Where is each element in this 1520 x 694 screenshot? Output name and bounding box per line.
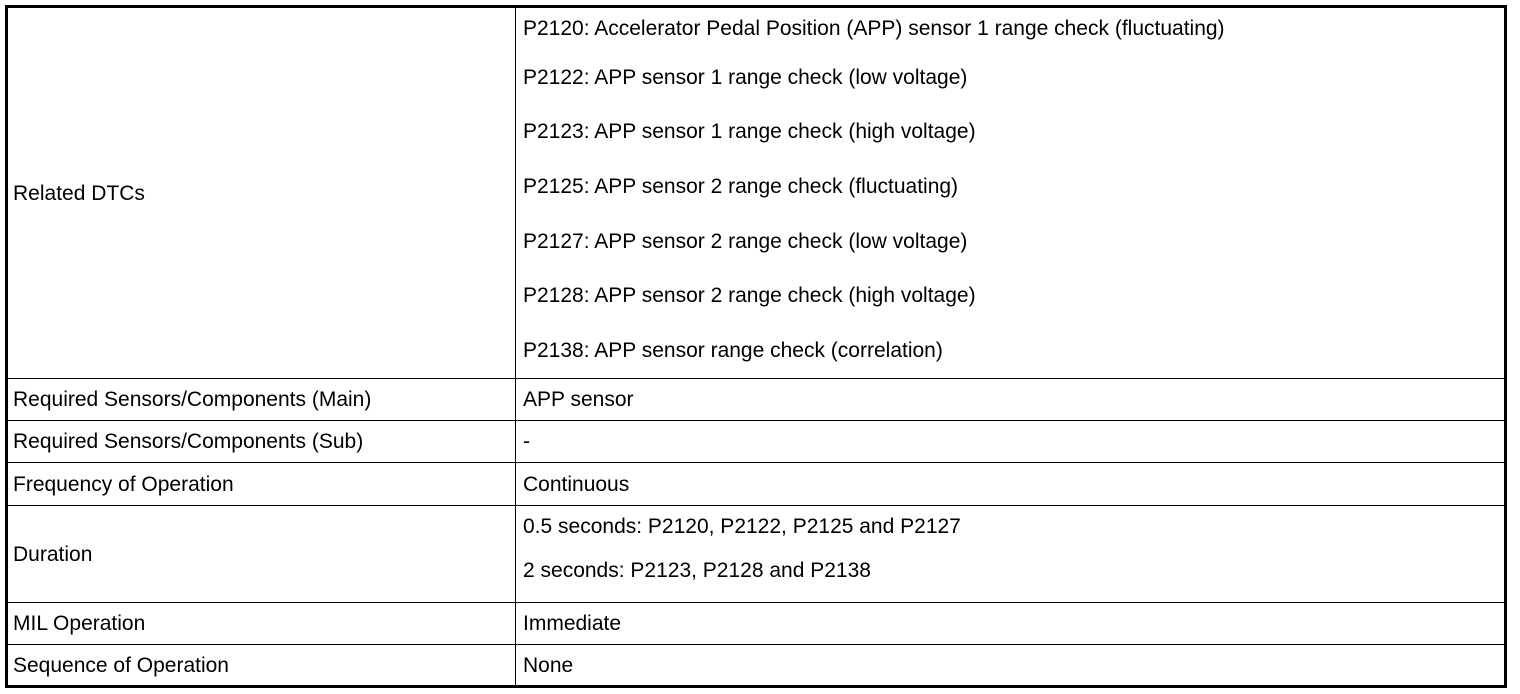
- table-row-sequence: Sequence of Operation None: [8, 645, 1504, 685]
- table-row-required-main: Required Sensors/Components (Main) APP s…: [8, 379, 1504, 421]
- row-label: Required Sensors/Components (Main): [8, 379, 516, 420]
- dtc-item: P2122: APP sensor 1 range check (low vol…: [523, 65, 968, 89]
- row-value-list: 0.5 seconds: P2120, P2122, P2125 and P21…: [516, 506, 1504, 602]
- duration-item: 2 seconds: P2123, P2128 and P2138: [523, 558, 871, 582]
- row-value: -: [523, 430, 530, 453]
- row-value: APP sensor: [523, 388, 634, 411]
- dtc-item: P2123: APP sensor 1 range check (high vo…: [523, 120, 976, 144]
- row-label: MIL Operation: [8, 603, 516, 644]
- dtc-item: P2127: APP sensor 2 range check (low vol…: [523, 229, 968, 253]
- dtc-item: P2120: Accelerator Pedal Position (APP) …: [523, 17, 1225, 41]
- table-row-frequency: Frequency of Operation Continuous: [8, 463, 1504, 506]
- row-value-list: P2120: Accelerator Pedal Position (APP) …: [516, 8, 1504, 378]
- row-label: Required Sensors/Components (Sub): [8, 421, 516, 462]
- table-row-related-dtcs: Related DTCs P2120: Accelerator Pedal Po…: [8, 8, 1504, 379]
- row-label: Frequency of Operation: [8, 463, 516, 505]
- row-label: Sequence of Operation: [8, 645, 516, 685]
- duration-item: 0.5 seconds: P2120, P2122, P2125 and P21…: [523, 514, 961, 538]
- table-row-duration: Duration 0.5 seconds: P2120, P2122, P212…: [8, 506, 1504, 603]
- spec-table: Related DTCs P2120: Accelerator Pedal Po…: [5, 5, 1507, 688]
- row-value: Continuous: [523, 472, 630, 496]
- row-value: Immediate: [523, 612, 622, 635]
- row-value: None: [523, 653, 574, 677]
- dtc-item: P2128: APP sensor 2 range check (high vo…: [523, 284, 976, 308]
- row-label: Duration: [8, 506, 516, 602]
- row-label: Related DTCs: [8, 8, 516, 378]
- table-row-mil-operation: MIL Operation Immediate: [8, 603, 1504, 645]
- table-row-required-sub: Required Sensors/Components (Sub) -: [8, 421, 1504, 463]
- dtc-item: P2138: APP sensor range check (correlati…: [523, 339, 943, 363]
- dtc-item: P2125: APP sensor 2 range check (fluctua…: [523, 175, 959, 199]
